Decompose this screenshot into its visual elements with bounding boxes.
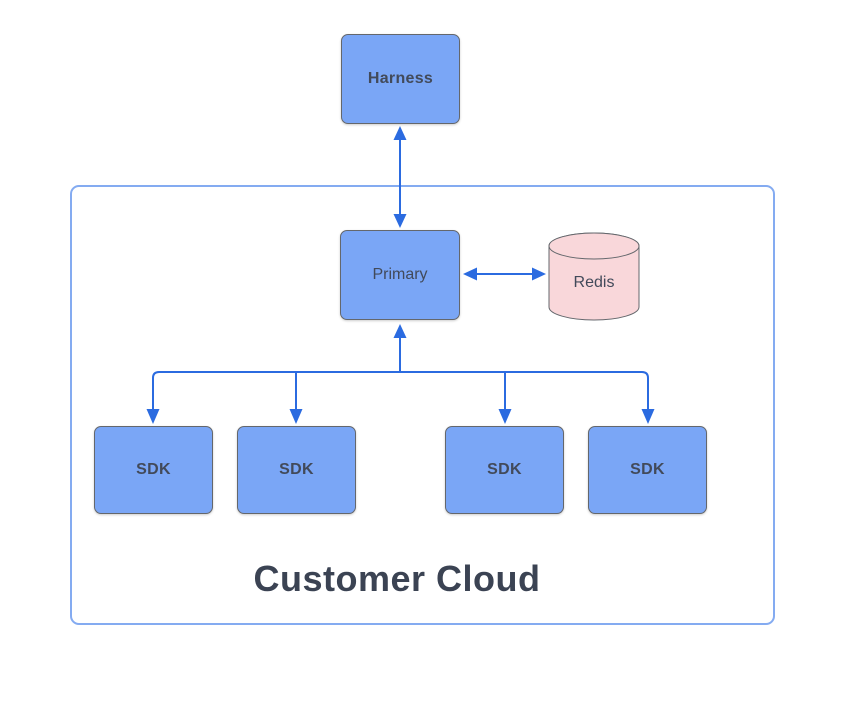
edge-primary-redis[interactable] <box>463 267 546 281</box>
edge-arrowhead-left[interactable] <box>463 267 477 281</box>
node-redis-label: Redis <box>573 274 615 291</box>
customer-cloud-container[interactable]: Customer Cloud <box>70 185 775 625</box>
node-sdk-3[interactable]: SDK <box>445 426 564 514</box>
edge-arrowhead-up[interactable] <box>393 126 407 140</box>
edge-branch[interactable] <box>152 371 649 410</box>
node-sdk-1-label: SDK <box>136 461 171 478</box>
edge-harness-primary[interactable] <box>393 126 407 228</box>
node-primary-label: Primary <box>372 266 428 283</box>
edge-arrowhead-down[interactable] <box>146 409 160 424</box>
node-primary[interactable]: Primary <box>340 230 460 320</box>
node-sdk-2-label: SDK <box>279 461 314 478</box>
edge-arrowhead-down[interactable] <box>393 214 407 228</box>
edge-primary-sdks[interactable] <box>146 324 655 424</box>
customer-cloud-label: Customer Cloud <box>253 558 541 599</box>
edge-arrowhead-down[interactable] <box>641 409 655 424</box>
node-sdk-1[interactable]: SDK <box>94 426 213 514</box>
cylinder-top <box>548 232 640 260</box>
cylinder-shape <box>548 232 640 321</box>
edge-arrowhead-right[interactable] <box>532 267 546 281</box>
node-sdk-4-label: SDK <box>630 461 665 478</box>
edge-arrowhead-down[interactable] <box>289 409 303 424</box>
edge-arrowhead-up[interactable] <box>393 324 407 338</box>
node-sdk-3-label: SDK <box>487 461 522 478</box>
node-sdk-2[interactable]: SDK <box>237 426 356 514</box>
edge-arrowhead-down[interactable] <box>498 409 512 424</box>
node-sdk-4[interactable]: SDK <box>588 426 707 514</box>
node-harness[interactable]: Harness <box>341 34 460 124</box>
node-redis[interactable]: Redis <box>548 232 640 321</box>
node-harness-label: Harness <box>367 70 434 87</box>
